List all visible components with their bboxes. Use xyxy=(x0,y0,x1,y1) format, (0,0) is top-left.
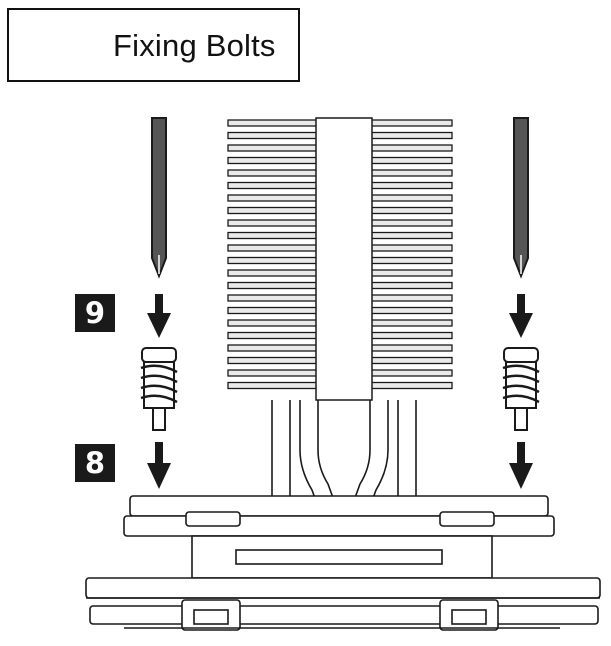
heatsink-fin xyxy=(227,169,319,177)
heatsink-fin xyxy=(369,156,453,165)
heatsink-fin xyxy=(369,319,453,327)
heatsink-fin xyxy=(227,344,319,352)
heatsink-fin xyxy=(227,331,319,340)
arrow-down-icon xyxy=(147,294,171,338)
mounting-bracket xyxy=(123,495,555,579)
heatsink-fin xyxy=(227,356,319,365)
screwdriver-icon xyxy=(151,117,167,279)
heatsink-fin xyxy=(369,381,453,390)
legend-label: Fixing Bolts xyxy=(113,28,276,63)
heatsink-fin xyxy=(227,181,319,190)
heatsink-fin xyxy=(227,206,319,215)
heatsink-fin xyxy=(227,319,319,327)
heatsink-fin xyxy=(227,131,319,140)
heatsink-fin xyxy=(369,131,453,140)
heatsink-fin xyxy=(227,381,319,390)
heatsink-fin xyxy=(227,144,319,152)
heatsink-fin xyxy=(227,294,319,302)
fixing-bolt-icon xyxy=(502,347,540,431)
heatsink-fin xyxy=(227,219,319,227)
heatsink-fin xyxy=(369,256,453,265)
heatsink-fin xyxy=(369,181,453,190)
heatsink-fin xyxy=(369,169,453,177)
legend-box: Fixing Bolts xyxy=(7,8,300,82)
heatsink-fin xyxy=(369,344,453,352)
heatsink-fin xyxy=(369,369,453,377)
heatsink-fin xyxy=(227,156,319,165)
heatsink-fin xyxy=(227,231,319,240)
heatsink-fin xyxy=(227,194,319,202)
step-badge: 9 xyxy=(75,294,115,332)
heatsink-fin xyxy=(227,369,319,377)
heatsink-fin xyxy=(369,356,453,365)
heatsink-fin xyxy=(227,306,319,315)
arrow-down-icon xyxy=(147,442,171,489)
heatsink-fin xyxy=(227,244,319,252)
heatsink-fin xyxy=(227,269,319,277)
heatsink-fin xyxy=(369,306,453,315)
arrow-down-icon xyxy=(509,294,533,338)
heatsink-fin xyxy=(369,244,453,252)
heatsink-fin xyxy=(369,281,453,290)
screwdriver-icon xyxy=(513,117,529,279)
heatsink-fin xyxy=(369,194,453,202)
heatsink-fin xyxy=(369,331,453,340)
arrow-down-icon xyxy=(509,442,533,489)
heatsink-fin xyxy=(227,281,319,290)
heatsink-fin xyxy=(227,256,319,265)
heatsink-fin xyxy=(369,219,453,227)
heatsink-fin xyxy=(227,119,319,127)
heatsink-fin xyxy=(369,119,453,127)
heatsink-fin xyxy=(369,231,453,240)
heatsink-fin xyxy=(369,294,453,302)
fixing-bolt-icon xyxy=(140,347,178,431)
heatsink-core xyxy=(315,117,373,401)
heatsink-fin xyxy=(369,206,453,215)
backplate-bracket xyxy=(85,577,601,631)
step-badge: 8 xyxy=(75,444,115,482)
heatsink-fin xyxy=(369,144,453,152)
heatsink-fin xyxy=(369,269,453,277)
